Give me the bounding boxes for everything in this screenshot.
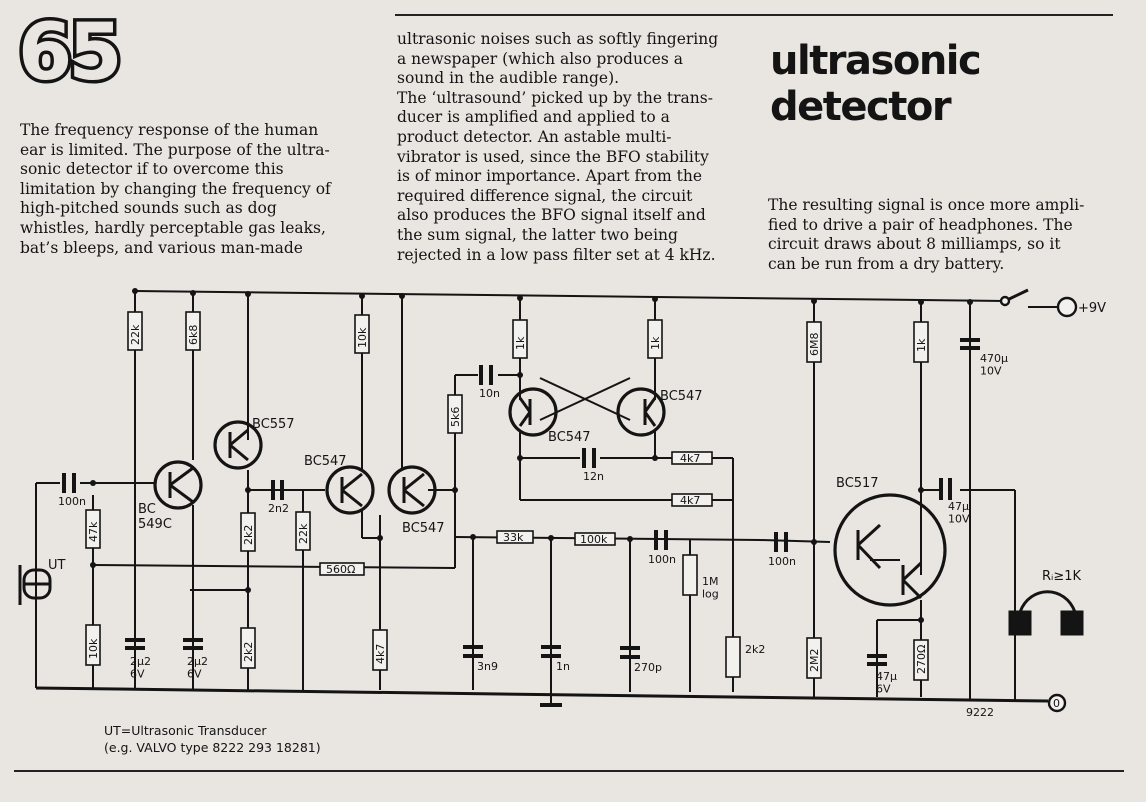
label-trim2k2: 2k2	[745, 643, 765, 656]
label-r47k: 47k	[87, 521, 100, 542]
label-c10n: 10n	[479, 387, 500, 400]
label-r22k-b: 22k	[297, 523, 310, 544]
bottom-rule	[14, 770, 1124, 772]
label-c270p: 270p	[634, 661, 662, 674]
label-r6m8: 6M8	[808, 333, 821, 357]
label-ut: UT	[48, 558, 66, 573]
label-r4k7-c: 4k7	[680, 494, 700, 507]
label-t7: BC517	[836, 476, 879, 491]
label-r5k6: 5k6	[449, 407, 462, 427]
label-t2: BC557	[252, 417, 295, 432]
label-r560: 560Ω	[326, 563, 355, 576]
transducer-note: UT=Ultrasonic Transducer (e.g. VALVO typ…	[104, 723, 321, 755]
label-r4k7-b: 4k7	[680, 452, 700, 465]
label-r6k8: 6k8	[187, 325, 200, 345]
label-r1k-a: 1k	[514, 336, 527, 350]
article-number: 65	[15, 8, 126, 98]
label-c3n9: 3n9	[477, 660, 498, 673]
label-t4: BC547	[402, 521, 445, 536]
label-r10k-a: 10k	[87, 638, 100, 659]
label-t6: BC547	[660, 389, 703, 404]
label-c100n-a: 100n	[58, 495, 86, 508]
ground-label: 0	[1053, 697, 1060, 710]
article-title: ultrasonic detector	[770, 38, 982, 130]
body-column-3: The resulting signal is once more ampli-…	[768, 196, 1085, 273]
supply-label: +9V	[1078, 301, 1106, 316]
label-r270: 270Ω	[915, 645, 928, 674]
label-r10k-b: 10k	[356, 327, 369, 348]
label-r4k7-a: 4k7	[374, 644, 387, 664]
body-column-2: ultrasonic noises such as softly fingeri…	[397, 30, 719, 264]
label-t3: BC547	[304, 454, 347, 469]
label-r1k-c: 1k	[915, 338, 928, 352]
label-c100n-c: 100n	[768, 555, 796, 568]
label-r2k2-b: 2k2	[242, 642, 255, 662]
label-r33k: 33k	[503, 531, 524, 544]
headphones-label: Rᵢ≥1K	[1042, 569, 1082, 584]
label-r22k-a: 22k	[129, 324, 142, 345]
top-rule	[395, 14, 1113, 16]
label-c12n: 12n	[583, 470, 604, 483]
label-t5: BC547	[548, 430, 591, 445]
body-column-1: The frequency response of the human ear …	[20, 121, 331, 257]
label-c2n2: 2n2	[268, 502, 289, 515]
label-r1k-b: 1k	[649, 336, 662, 350]
label-r2m2: 2M2	[808, 649, 821, 673]
label-r100k: 100k	[580, 533, 608, 546]
label-r2k2-a: 2k2	[242, 525, 255, 545]
label-c100n-b: 100n	[648, 553, 676, 566]
figure-code: 9222	[966, 706, 994, 719]
label-c1n: 1n	[556, 660, 570, 673]
